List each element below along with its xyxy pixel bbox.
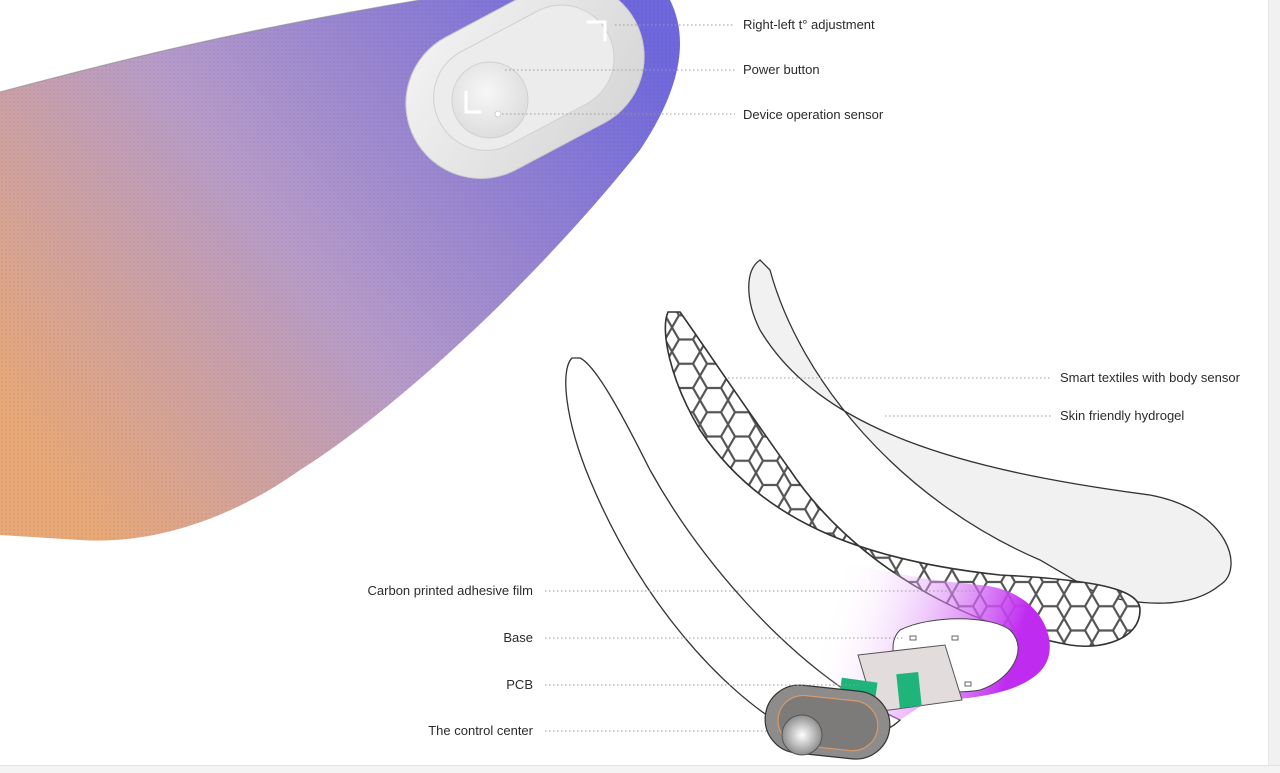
- label-smart-textiles: Smart textiles with body sensor: [1060, 370, 1240, 385]
- label-skin-hydrogel: Skin friendly hydrogel: [1060, 408, 1185, 423]
- left-leader-lines: [545, 590, 975, 732]
- chevron-right-icon: [586, 20, 607, 42]
- control-center: [764, 684, 891, 760]
- hydrogel-layer: [748, 259, 1232, 604]
- label-device-operation-sensor: Device operation sensor: [743, 107, 884, 122]
- scrollbar-track[interactable]: [1268, 0, 1280, 772]
- device-module: [405, 0, 645, 179]
- bottom-edge: [0, 765, 1280, 773]
- top-leader-lines: [502, 24, 735, 115]
- label-control-center: The control center: [428, 723, 533, 738]
- label-right-left-adjustment: Right-left t° adjustment: [743, 17, 875, 32]
- label-power-button: Power button: [743, 62, 820, 77]
- smart-textile-layer: [664, 311, 1141, 648]
- right-leader-lines: [728, 377, 1052, 417]
- power-button-icon: [451, 61, 529, 139]
- label-carbon-film: Carbon printed adhesive film: [367, 583, 533, 598]
- sensor-dot-icon: [494, 110, 502, 118]
- chevron-left-icon: [464, 90, 482, 114]
- label-pcb: PCB: [506, 677, 533, 692]
- label-base: Base: [503, 630, 533, 645]
